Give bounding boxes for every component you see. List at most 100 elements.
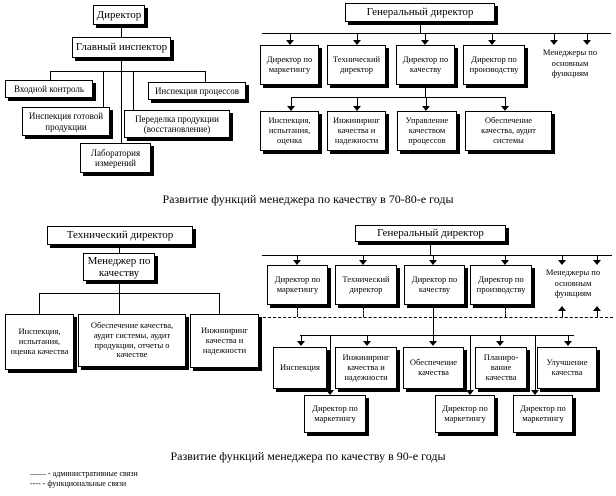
- caption-70-80: Развитие функций менеджера по качеству в…: [162, 192, 454, 206]
- connector-line: [535, 336, 536, 390]
- br-node-inspection: Инспекция: [273, 347, 327, 389]
- connector-line: [297, 256, 298, 260]
- legend-administrative-label: - административные связи: [46, 469, 138, 478]
- legend-dashed-line-symbol: ----: [30, 479, 41, 488]
- connector-line: [430, 242, 431, 255]
- arrow-down-icon: [593, 260, 601, 265]
- arrow-down-icon: [501, 260, 509, 265]
- arrow-down-icon: [429, 260, 437, 265]
- tl-node-director: Директор: [93, 5, 145, 25]
- connector-line: [119, 294, 120, 314]
- br-node-marketing-director-2: Директор по маркетингу: [304, 395, 366, 433]
- connector-line: [420, 22, 421, 33]
- arrow-down-icon: [429, 341, 437, 346]
- arrow-down-icon: [363, 341, 371, 346]
- connector-line: [39, 294, 40, 314]
- arrow-down-icon: [359, 260, 367, 265]
- connector-line: [562, 256, 563, 260]
- arrow-down-icon: [353, 40, 361, 45]
- tr-node-quality-assurance-audit: Обеспечение качества, аудит системы: [465, 111, 552, 151]
- connector-line: [119, 245, 120, 253]
- arrow-down-icon: [293, 260, 301, 265]
- arrow-down-icon: [326, 390, 334, 395]
- connector-line: [367, 336, 368, 341]
- br-node-marketing-director-4: Директор по маркетингу: [513, 395, 573, 433]
- arrow-down-icon: [531, 390, 539, 395]
- connector-line: [290, 34, 291, 40]
- br-node-marketing-director-3: Директор по маркетингу: [435, 395, 495, 433]
- connector-line: [133, 72, 134, 110]
- connector-line: [121, 25, 122, 37]
- bl-node-assurance-audits-reports: Обеспечение качества, аудит системы, ауд…: [78, 314, 186, 367]
- connector-dashed: [363, 307, 364, 317]
- connector-line: [291, 97, 506, 98]
- bl-node-quality-manager: Менеджер по качеству: [83, 253, 155, 281]
- connector-line: [330, 336, 331, 390]
- connector-line: [119, 281, 120, 293]
- connector-line: [262, 33, 611, 34]
- connector-line: [433, 336, 434, 341]
- arrow-down-icon: [558, 260, 566, 265]
- arrow-down-icon: [297, 341, 305, 346]
- caption-90: Развитие функций менеджера по качеству в…: [170, 449, 446, 463]
- connector-line: [301, 336, 302, 341]
- tl-node-finished-goods-inspection: Инспекция готовой продукции: [22, 107, 110, 136]
- br-node-function-managers: Менеджеры по основным функциям: [545, 267, 601, 299]
- bl-node-inspection-testing: Инспекция, испытания, оценка качества: [5, 314, 74, 370]
- legend-solid-line-symbol: ——: [30, 469, 46, 478]
- tr-node-quality-engineering: Инжиниринг качества и надежности: [327, 111, 386, 151]
- br-node-general-director: Генеральный директор: [355, 225, 506, 242]
- arrow-down-icon: [422, 106, 430, 111]
- arrow-down-icon: [488, 40, 496, 45]
- connector-line: [470, 336, 471, 390]
- br-node-marketing-director: Директор по маркетингу: [267, 265, 328, 305]
- tl-node-incoming-control: Входной контроль: [5, 80, 93, 98]
- connector-dashed: [505, 307, 506, 317]
- tr-node-quality-director: Директор по качеству: [396, 45, 455, 85]
- bl-node-quality-engineering: Инжиниринг качества и надежности: [190, 314, 259, 368]
- connector-dashed: [597, 311, 598, 317]
- tl-node-chief-inspector: Главный инспектор: [72, 37, 171, 58]
- arrow-down-icon: [501, 106, 509, 111]
- connector-line: [425, 85, 426, 97]
- connector-line: [568, 336, 569, 341]
- tr-node-technical-director: Технический директор: [327, 45, 386, 85]
- arrow-down-icon: [286, 40, 294, 45]
- connector-line: [426, 98, 427, 106]
- tr-node-inspection-testing: Инспекция, испытания, оценка: [260, 111, 319, 151]
- tr-node-process-quality-management: Управление качеством процессов: [397, 111, 457, 151]
- connector-line: [500, 336, 501, 341]
- br-node-quality-planning: Планиро-вание качества: [475, 347, 527, 389]
- br-node-quality-improvement: Улучшение качества: [537, 347, 597, 389]
- arrow-down-icon: [287, 106, 295, 111]
- tl-node-product-rework: Переделка продукции (восстановление): [124, 110, 230, 138]
- connector-line: [357, 34, 358, 40]
- connector-dashed: [297, 307, 298, 317]
- connector-line: [505, 98, 506, 106]
- arrow-down-icon: [466, 390, 474, 395]
- bl-node-technical-director: Технический директор: [47, 226, 193, 245]
- connector-line: [433, 305, 434, 335]
- br-node-quality-assurance: Обеспечение качества: [403, 347, 464, 389]
- tr-node-marketing-director: Директор по маркетингу: [260, 45, 319, 85]
- connector-line: [425, 34, 426, 40]
- arrow-down-icon: [421, 40, 429, 45]
- tr-node-general-director: Генеральный директор: [345, 3, 495, 22]
- tl-node-measurement-lab: Лаборатория измерений: [80, 143, 151, 173]
- connector-line: [50, 72, 51, 80]
- connector-line: [492, 34, 493, 40]
- connector-line: [219, 294, 220, 314]
- connector-line: [39, 293, 220, 294]
- connector-line: [597, 256, 598, 260]
- connector-line: [300, 335, 574, 336]
- connector-line: [50, 71, 206, 72]
- connector-line: [262, 255, 612, 256]
- connector-line: [205, 72, 206, 82]
- tr-node-function-managers: Менеджеры по основным функциям: [542, 47, 598, 79]
- arrow-down-icon: [353, 106, 361, 111]
- br-node-quality-engineering: Инжиниринг качества и надежности: [335, 347, 397, 389]
- br-node-quality-director: Директор по качеству: [404, 265, 465, 305]
- connector-line: [121, 58, 122, 143]
- legend-functional: ---- - функциональные связи: [30, 479, 126, 488]
- connector-line: [291, 98, 292, 106]
